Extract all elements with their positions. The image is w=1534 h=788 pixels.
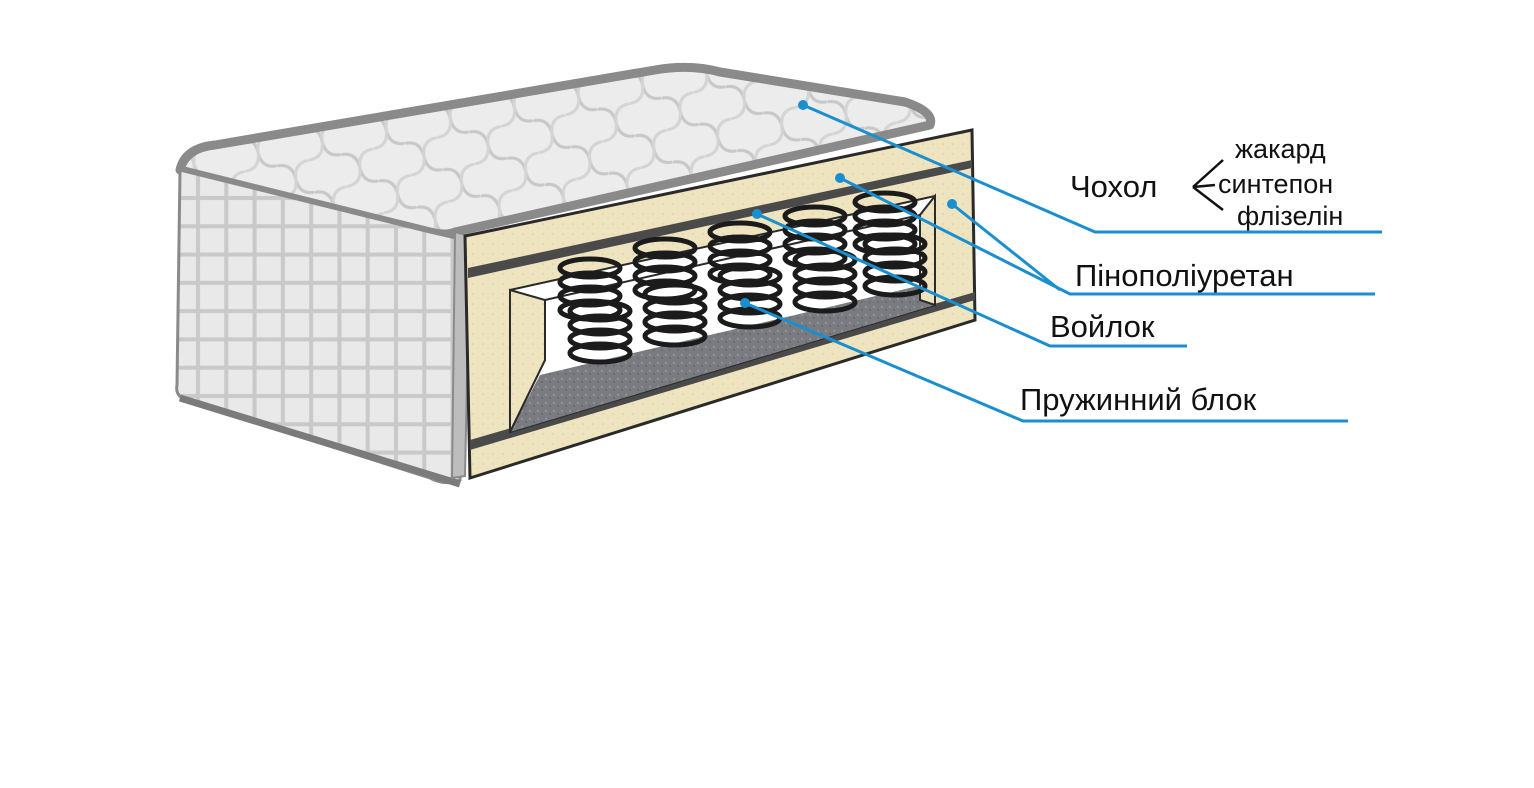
label-cover-layer-sintepon: синтепон	[1218, 169, 1333, 199]
spring-block	[557, 190, 928, 365]
leader-line-foam	[839, 176, 1375, 296]
spring-coil	[642, 282, 708, 348]
cover-layers-bracket	[1192, 159, 1224, 211]
leader-dot-felt	[752, 209, 762, 219]
label-cover: Чохол	[1070, 169, 1157, 204]
leader-dot-foam-2	[947, 199, 957, 209]
leader-dot-foam	[835, 173, 845, 183]
mattress-top-surface	[175, 62, 936, 239]
leader-line-felt	[756, 212, 1187, 348]
label-foam: Пінополіуретан	[1075, 258, 1294, 293]
leader-dot-spring-block	[740, 298, 750, 308]
label-cover-layer-jacquard: жакард	[1235, 134, 1326, 164]
label-cover-layer-fliselin: флізелін	[1237, 201, 1343, 231]
label-spring-block: Пружинний блок	[1020, 382, 1257, 417]
spring-coil	[632, 236, 698, 302]
spring-coil	[707, 220, 773, 286]
leader-dot-cover	[798, 100, 808, 110]
spring-coil	[782, 204, 848, 270]
leader-line-foam-2	[951, 202, 1061, 292]
felt-base	[510, 282, 935, 432]
spring-coil	[792, 248, 858, 314]
leader-line-cover	[802, 103, 1382, 234]
spring-coil	[862, 232, 928, 298]
spring-coil	[567, 299, 633, 365]
spring-coil	[717, 264, 783, 330]
label-felt: Войлок	[1050, 309, 1155, 344]
spring-coil	[557, 256, 623, 322]
leader-line-spring-block	[744, 301, 1348, 423]
felt-top-layer	[468, 160, 972, 278]
